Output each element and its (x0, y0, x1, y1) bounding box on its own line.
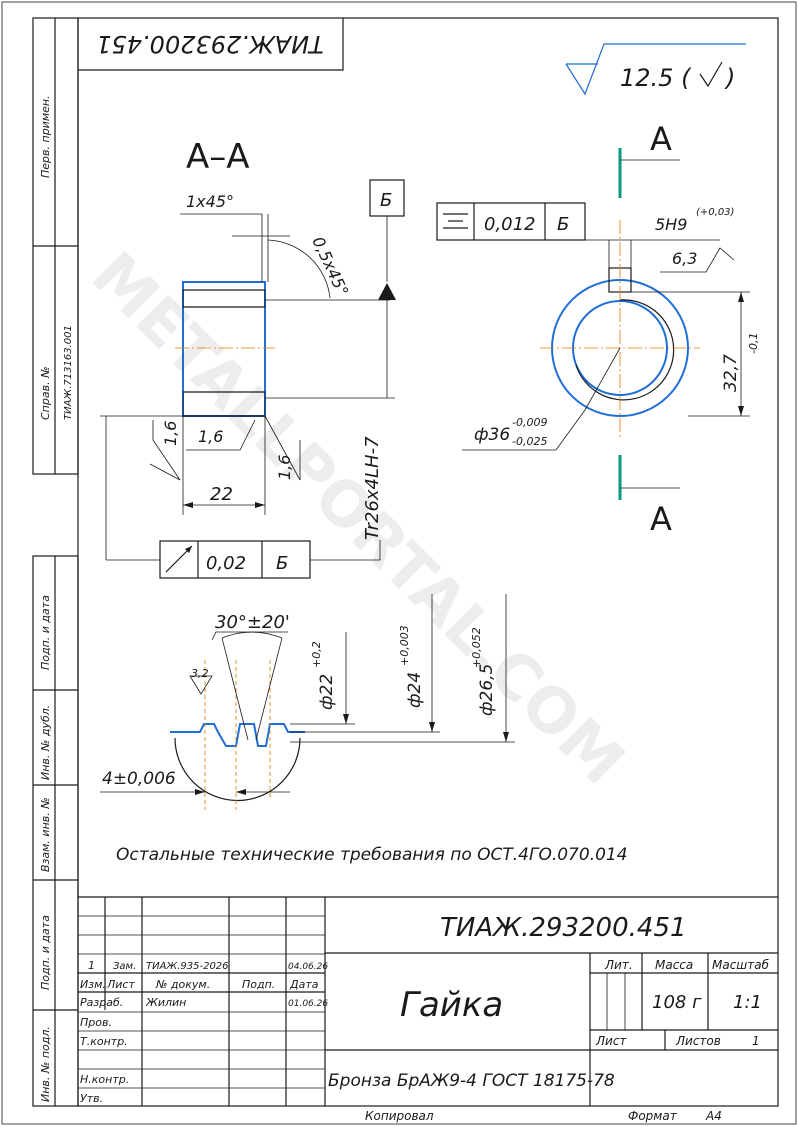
rough-face-bottom: 1,6 (198, 427, 223, 446)
lit-header: Лит. (604, 958, 633, 972)
width-dim: 22 (210, 484, 233, 505)
runout-value: 0,02 (206, 553, 246, 574)
datum-letter-section: Б (380, 190, 392, 211)
footer-format-value: А4 (705, 1109, 722, 1123)
roughness-closing: ) (724, 64, 735, 92)
header-doc: № докум. (155, 978, 210, 991)
detail-arc (174, 737, 301, 802)
left-strip-lower: Подп. и дата Инв. № дубл. Взам. инв. № П… (32, 555, 79, 1107)
header-data: Дата (289, 978, 319, 991)
doc-number: ТИАЖ.293200.451 (440, 913, 687, 943)
razrab-name: Жилин (145, 996, 186, 1009)
nkontr-label: Н.контр. (80, 1073, 129, 1086)
tech-note: Остальные технические требования по ОСТ.… (116, 845, 628, 865)
tkontr-label: Т.контр. (80, 1035, 128, 1048)
runout-datum: Б (276, 553, 288, 574)
label-sprav-no: Справ. № (39, 366, 52, 420)
thread-size: Tr26x4LH-7 (362, 436, 383, 540)
sheet-label: Лист (595, 1034, 627, 1048)
label-sprav-value: ТИАЖ.713163.001 (63, 325, 74, 420)
symmetry-frame (436, 202, 586, 241)
dia-265: ф26,5 (477, 664, 497, 716)
keyway-deviation: (+0,03) (696, 207, 734, 218)
rough-face-right: 1,6 (275, 455, 294, 480)
section-title: А–А (186, 137, 250, 177)
height-deviation: -0,1 (747, 333, 760, 354)
change-doc: ТИАЖ.935-2026 (146, 961, 229, 972)
height-dim: 32,7 (721, 354, 741, 392)
datum-triangle (378, 283, 396, 300)
scale-header: Масштаб (712, 958, 770, 972)
dia-24-dev: +0,003 (398, 625, 411, 666)
label-vzam-inv: Взам. инв. № (39, 797, 52, 872)
cut-label-top: А (650, 120, 672, 158)
chamfer-2: 0,5х45° (308, 234, 352, 299)
sheets-count: 1 (752, 1034, 760, 1048)
title-block: 1 Зам. ТИАЖ.935-2026 04.06.26 Изм. Лист … (78, 896, 778, 1106)
change-code: Зам. (113, 961, 136, 972)
sheets-label: Листов (675, 1034, 721, 1048)
utv-label: Утв. (80, 1092, 103, 1105)
keyway-tolerance: 5H9 (655, 215, 687, 234)
section-view: А–А 1х45° 0,5х45° Б Tr26x4LH-7 1,6 (100, 137, 405, 579)
footer-format-label: Формат (628, 1109, 678, 1123)
part-name: Гайка (400, 985, 503, 1025)
runout-frame (159, 540, 311, 579)
keyway-roughness: 6,3 (672, 249, 697, 268)
dia-upper: -0,009 (512, 416, 547, 429)
dia-value: ф36 (474, 425, 510, 445)
front-view: А А 0,012 Б 5H9 (+0,03) 6,3 32,7 (436, 120, 760, 538)
dia-265-dev: +0,052 (470, 627, 483, 668)
footer-copied: Копировал (365, 1109, 434, 1123)
thread-angle: 30°±20' (215, 612, 290, 633)
dia-22: ф22 (317, 674, 337, 710)
watermark: METALLPORTAL.COM (78, 238, 639, 799)
scale-value: 1:1 (733, 992, 762, 1013)
mass-header: Масса (655, 958, 693, 972)
change-num: 1 (88, 959, 95, 972)
roughness-value: 12.5 ( (620, 64, 692, 92)
dia-22-dev: +0,2 (310, 641, 323, 668)
cut-label-bottom: А (650, 500, 672, 538)
chamfer-1: 1х45° (186, 192, 234, 211)
label-podp-data-1: Подп. и дата (39, 595, 52, 670)
thread-profile (170, 723, 305, 747)
roughness-symbol: 12.5 ( ) (565, 43, 746, 96)
dia-24: ф24 (405, 672, 425, 708)
left-strip-upper: Перв. примен. Справ. № ТИАЖ.713163.001 (32, 17, 79, 475)
thread-detail: 30°±20' 3,2 ф22 +0,2 ф24 +0,003 ф26,5 +0… (100, 594, 515, 810)
symmetry-value: 0,012 (484, 214, 536, 235)
label-inv-podl: Инв. № подл. (39, 1026, 52, 1102)
rough-face-left: 1,6 (161, 421, 180, 446)
change-date: 04.06.26 (288, 962, 328, 972)
dia-lower: -0,025 (512, 435, 547, 448)
material: Бронза БрАЖ9-4 ГОСТ 18175-78 (328, 1071, 615, 1091)
top-stamp: ТИАЖ.293200.451 (78, 18, 344, 71)
razrab-date: 01.06.26 (288, 999, 328, 1009)
header-podp: Подп. (242, 978, 275, 991)
label-perv-primen: Перв. примен. (39, 95, 52, 178)
top-stamp-text: ТИАЖ.293200.451 (96, 30, 324, 58)
mass-value: 108 г (652, 992, 702, 1013)
label-inv-dubl: Инв. № дубл. (39, 705, 52, 780)
header-list: Лист (106, 978, 135, 991)
thread-roughness: 3,2 (191, 667, 209, 680)
symmetry-datum: Б (557, 214, 569, 235)
header-izm: Изм. (80, 978, 106, 991)
thread-pitch: 4±0,006 (102, 769, 176, 789)
razrab-label: Разраб. (80, 996, 123, 1009)
prov-label: Пров. (80, 1016, 112, 1029)
label-podp-data-2: Подп. и дата (39, 915, 52, 990)
